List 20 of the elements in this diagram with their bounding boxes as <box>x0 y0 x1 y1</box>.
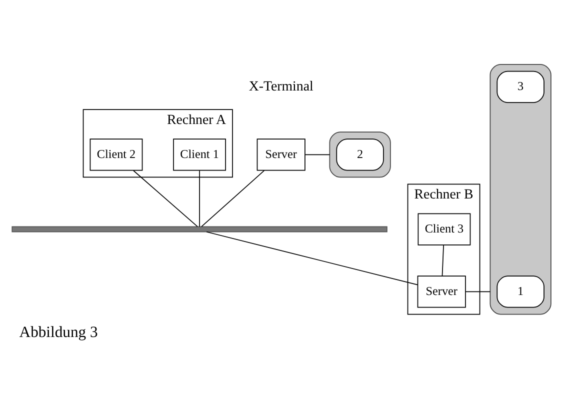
node-box: Client 1 <box>173 138 226 170</box>
label: X-Terminal <box>248 78 314 94</box>
connector <box>206 230 418 285</box>
node-box: Client 2 <box>90 138 143 170</box>
node-bar <box>12 226 388 232</box>
node-box: Client 3 <box>418 212 471 245</box>
node-box: 2 <box>336 138 384 170</box>
connector <box>442 244 444 276</box>
cluster <box>490 63 552 314</box>
node-box: Server <box>256 138 306 170</box>
node-box: Server <box>417 275 466 308</box>
connector <box>304 154 330 155</box>
caption: Abbildung 3 <box>19 324 98 341</box>
connector <box>199 170 200 227</box>
connector <box>465 290 491 292</box>
cluster <box>329 131 391 178</box>
node-box: 3 <box>496 70 544 103</box>
node-box: 1 <box>496 275 544 308</box>
connector <box>201 170 265 227</box>
connector <box>133 170 198 227</box>
